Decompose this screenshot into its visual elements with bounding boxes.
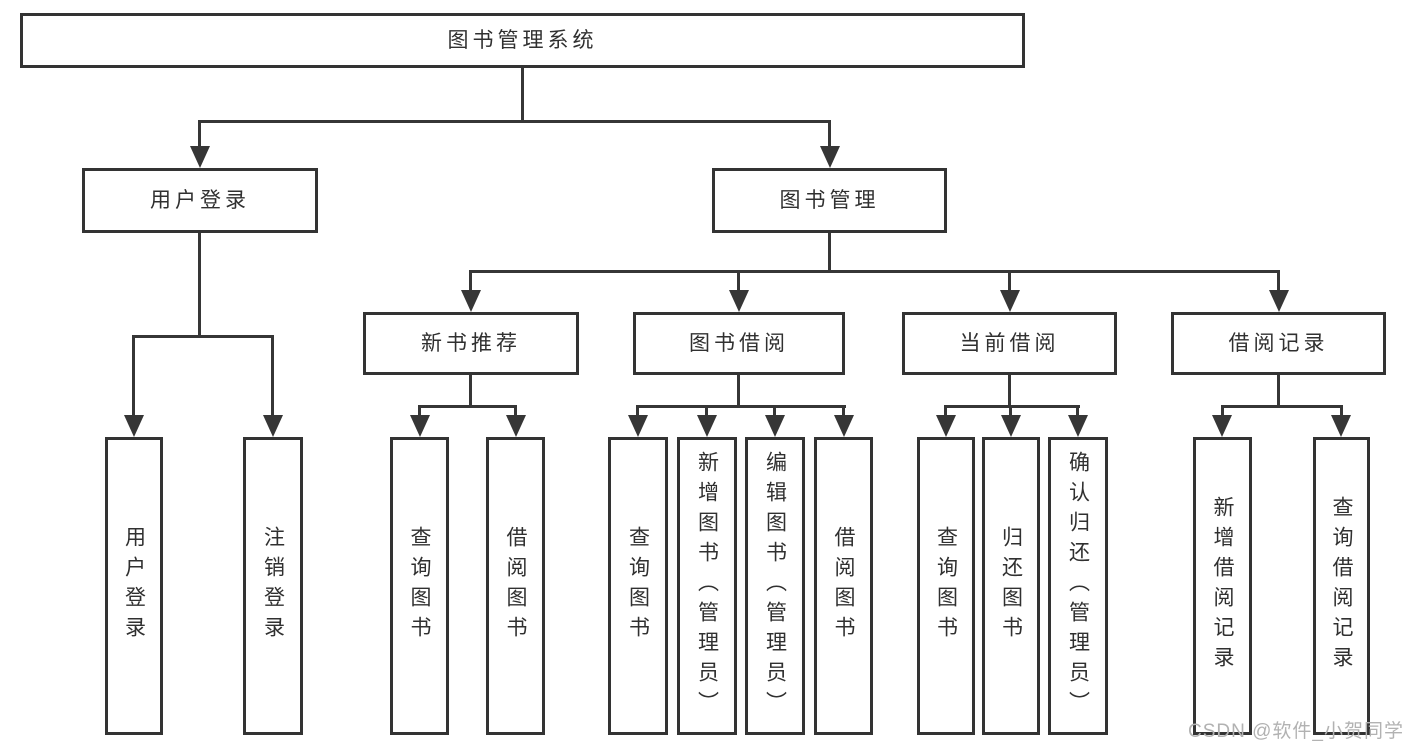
connector-line	[271, 335, 274, 416]
arrow-down-icon	[1331, 415, 1351, 437]
node-leaf-user-login: 用户登录	[105, 437, 163, 735]
connector-line	[828, 120, 831, 147]
connector-line	[773, 405, 776, 416]
node-leaf-confirm-return-admin: 确认归还（管理员）	[1048, 437, 1108, 735]
connector-line	[1076, 405, 1079, 416]
node-leaf-query-books-borrow-label: 查询图书	[626, 526, 650, 646]
arrow-down-icon	[820, 146, 840, 168]
node-root: 图书管理系统	[20, 13, 1025, 68]
node-leaf-query-borrow-record-label: 查询借阅记录	[1330, 496, 1353, 676]
arrow-down-icon	[1000, 290, 1020, 312]
node-leaf-confirm-return-admin-label: 确认归还（管理员）	[1066, 451, 1090, 721]
connector-line	[705, 405, 708, 416]
node-leaf-logout-label: 注销登录	[261, 526, 285, 646]
node-leaf-query-borrow-record: 查询借阅记录	[1313, 437, 1370, 735]
node-leaf-query-books-current: 查询图书	[917, 437, 975, 735]
connector-line	[1008, 375, 1011, 405]
node-book-management: 图书管理	[712, 168, 947, 233]
connector-line	[521, 68, 524, 120]
connector-line	[1008, 270, 1011, 291]
connector-line	[1340, 405, 1343, 416]
arrow-down-icon	[628, 415, 648, 437]
connector-line	[132, 335, 135, 416]
arrow-down-icon	[506, 415, 526, 437]
node-leaf-borrow-books-label: 借阅图书	[832, 526, 855, 646]
node-leaf-add-books-admin-label: 新增图书（管理员）	[695, 451, 719, 721]
connector-line	[944, 405, 947, 416]
node-current-borrow: 当前借阅	[902, 312, 1117, 375]
node-root-label: 图书管理系统	[447, 29, 598, 52]
connector-line	[636, 405, 639, 416]
csdn-watermark: CSDN @软件_小贺同学	[1188, 721, 1404, 742]
node-user-login-label: 用户登录	[150, 189, 250, 212]
connector-line	[198, 120, 201, 147]
connector-line	[1221, 405, 1343, 408]
arrow-down-icon	[1001, 415, 1021, 437]
node-book-borrow-label: 图书借阅	[689, 332, 789, 355]
node-new-book-recommend-label: 新书推荐	[421, 332, 521, 355]
connector-line	[842, 405, 845, 416]
node-borrow-records-label: 借阅记录	[1228, 332, 1329, 355]
node-leaf-borrow-books-recommend: 借阅图书	[486, 437, 545, 735]
connector-line	[737, 270, 740, 291]
node-leaf-edit-books-admin-label: 编辑图书（管理员）	[763, 451, 787, 721]
arrow-down-icon	[729, 290, 749, 312]
connector-line	[469, 270, 1280, 273]
connector-line	[469, 270, 472, 291]
arrow-down-icon	[461, 290, 481, 312]
node-leaf-borrow-books: 借阅图书	[814, 437, 873, 735]
arrow-down-icon	[1212, 415, 1232, 437]
node-leaf-return-books-label: 归还图书	[999, 526, 1023, 646]
arrow-down-icon	[765, 415, 785, 437]
node-leaf-query-books-recommend: 查询图书	[390, 437, 449, 735]
connector-line	[198, 233, 201, 335]
arrow-down-icon	[190, 146, 210, 168]
arrow-down-icon	[410, 415, 430, 437]
connector-line	[1277, 375, 1280, 405]
connector-line	[636, 405, 846, 408]
arrow-down-icon	[124, 415, 144, 437]
connector-line	[944, 405, 1080, 408]
connector-line	[132, 335, 274, 338]
connector-line	[514, 405, 517, 416]
arrow-down-icon	[1269, 290, 1289, 312]
node-user-login: 用户登录	[82, 168, 318, 233]
connector-line	[828, 233, 831, 270]
connector-line	[469, 375, 472, 405]
connector-line	[418, 405, 517, 408]
connector-line	[1277, 270, 1280, 291]
connector-line	[737, 375, 740, 405]
connector-line	[418, 405, 421, 416]
node-borrow-records: 借阅记录	[1171, 312, 1386, 375]
node-leaf-user-login-label: 用户登录	[122, 526, 146, 646]
node-leaf-add-borrow-record: 新增借阅记录	[1193, 437, 1252, 735]
arrow-down-icon	[1068, 415, 1088, 437]
node-leaf-add-books-admin: 新增图书（管理员）	[677, 437, 737, 735]
connector-line	[198, 120, 831, 123]
node-leaf-query-books-recommend-label: 查询图书	[408, 526, 431, 646]
node-leaf-query-books-current-label: 查询图书	[934, 526, 958, 646]
arrow-down-icon	[936, 415, 956, 437]
node-new-book-recommend: 新书推荐	[363, 312, 579, 375]
arrow-down-icon	[697, 415, 717, 437]
connector-line	[1221, 405, 1224, 416]
node-book-management-label: 图书管理	[779, 189, 880, 212]
node-current-borrow-label: 当前借阅	[959, 332, 1060, 355]
arrow-down-icon	[263, 415, 283, 437]
node-book-borrow: 图书借阅	[633, 312, 845, 375]
node-leaf-add-borrow-record-label: 新增借阅记录	[1211, 496, 1234, 676]
connector-line	[1009, 405, 1012, 416]
node-leaf-return-books: 归还图书	[982, 437, 1040, 735]
node-leaf-edit-books-admin: 编辑图书（管理员）	[745, 437, 805, 735]
node-leaf-query-books-borrow: 查询图书	[608, 437, 668, 735]
node-leaf-borrow-books-recommend-label: 借阅图书	[504, 526, 527, 646]
node-leaf-logout: 注销登录	[243, 437, 303, 735]
arrow-down-icon	[834, 415, 854, 437]
